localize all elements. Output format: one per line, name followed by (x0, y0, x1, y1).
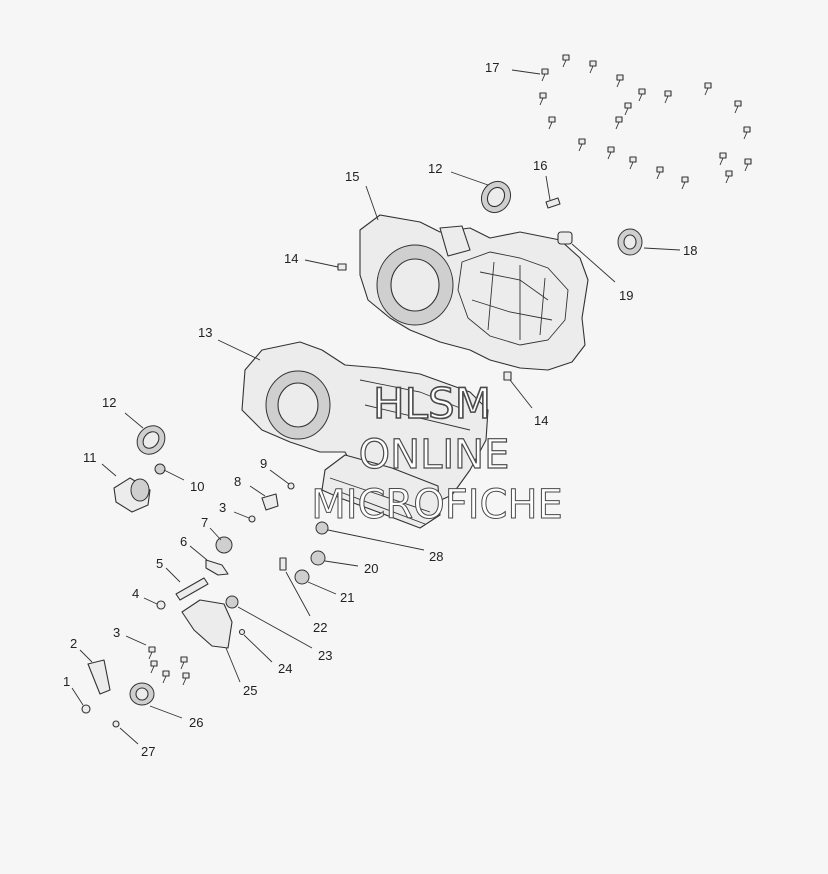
leader-lines (71, 69, 681, 745)
bolt (616, 74, 624, 88)
spring-22 (279, 557, 287, 571)
callout-17: 17 (485, 60, 499, 75)
bolt (562, 54, 570, 68)
callout-21: 21 (340, 590, 354, 605)
screw (180, 656, 188, 670)
bolt (607, 146, 615, 160)
seal-upper (480, 180, 512, 214)
bolt (578, 138, 586, 152)
bolt (624, 102, 632, 116)
gear-10 (154, 463, 166, 475)
bolt (734, 100, 742, 114)
pump-body-25 (181, 599, 233, 649)
callout-19: 19 (619, 288, 633, 303)
callout-12: 12 (428, 161, 442, 176)
callout-22: 22 (313, 620, 327, 635)
fitting-8 (261, 493, 279, 511)
callout-6: 6 (180, 534, 187, 549)
bolt (539, 92, 547, 106)
crankcase-right-half (359, 214, 589, 371)
callout-7: 7 (201, 515, 208, 530)
callout-13: 13 (198, 325, 212, 340)
callout-3: 3 (219, 500, 226, 515)
screw (162, 670, 170, 684)
bolt (725, 170, 733, 184)
callout-26: 26 (189, 715, 203, 730)
bolt (743, 126, 751, 140)
seal-lower (136, 425, 166, 455)
washer-9 (287, 482, 295, 490)
watermark-line-3: MICROFICHE (311, 482, 563, 528)
pin-16 (545, 197, 561, 209)
bracket-2 (87, 659, 111, 695)
callout-24: 24 (278, 661, 292, 676)
bolt (664, 90, 672, 104)
callout-5: 5 (156, 556, 163, 571)
dowel-upper (337, 263, 347, 271)
bolt (681, 176, 689, 190)
dowel-lower (503, 371, 512, 381)
callout-3: 3 (113, 625, 120, 640)
callout-14: 14 (534, 413, 548, 428)
callout-8: 8 (234, 474, 241, 489)
oring-4 (156, 600, 166, 610)
callout-10: 10 (190, 479, 204, 494)
bolt (541, 68, 549, 82)
shaft-5 (175, 577, 209, 601)
bolt (589, 60, 597, 74)
bolt (638, 88, 646, 102)
plug-28 (315, 521, 329, 535)
callout-15: 15 (345, 169, 359, 184)
sensor-26 (129, 682, 155, 706)
screw (148, 646, 156, 660)
callout-12: 12 (102, 395, 116, 410)
lever-6 (205, 559, 229, 576)
watermark-line-1: HLSM (373, 379, 491, 428)
callout-20: 20 (364, 561, 378, 576)
nut-1 (81, 704, 91, 714)
gear-21 (294, 569, 310, 585)
gear-20 (310, 550, 326, 566)
gear-7 (215, 536, 233, 554)
callout-14: 14 (284, 251, 298, 266)
callout-28: 28 (429, 549, 443, 564)
bolt (615, 116, 623, 130)
screw-27 (112, 720, 120, 728)
bolt (656, 166, 664, 180)
callout-16: 16 (533, 158, 547, 173)
callout-2: 2 (70, 636, 77, 651)
bushing-11 (113, 477, 151, 513)
bolt (704, 82, 712, 96)
callout-18: 18 (683, 243, 697, 258)
bolt-cluster (539, 54, 752, 190)
callout-9: 9 (260, 456, 267, 471)
callout-11: 11 (83, 450, 97, 465)
gear-23 (225, 595, 239, 609)
callout-4: 4 (132, 586, 139, 601)
callout-27: 27 (141, 744, 155, 759)
screw (182, 672, 190, 686)
bearing-18 (617, 228, 643, 256)
callout-25: 25 (243, 683, 257, 698)
hardware-bottom-left (148, 646, 190, 686)
bolt (629, 156, 637, 170)
bolt (744, 158, 752, 172)
bolt (719, 152, 727, 166)
callout-23: 23 (318, 648, 332, 663)
crankcase-left-half (241, 341, 489, 529)
bolt (548, 116, 556, 130)
screw (150, 660, 158, 674)
callout-1: 1 (63, 674, 70, 689)
watermark-line-2: ONLINE (359, 432, 510, 478)
screw-3-upper (248, 515, 256, 523)
pin-24 (238, 628, 246, 636)
plug-19 (557, 231, 573, 245)
